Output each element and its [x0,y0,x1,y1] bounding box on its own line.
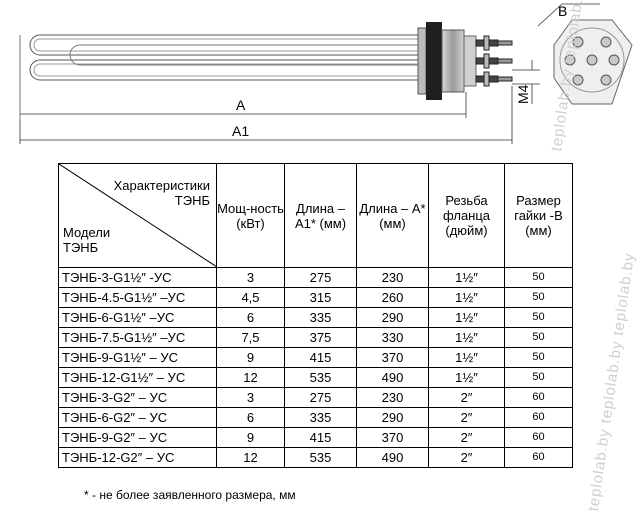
power-cell: 9 [216,427,285,448]
table-row: ТЭНБ-9-G2″ – УС 9 415 370 2″ 60 [58,427,573,448]
thread-cell: 1½″ [428,287,505,308]
a1-cell: 275 [284,267,357,288]
nut-cell: 50 [504,267,573,288]
header-length-a: Длина – А* (мм) [356,163,429,268]
corner-top-label: Характеристики ТЭНБ [113,178,210,208]
power-cell: 6 [216,307,285,328]
heating-tubes [29,34,430,81]
header-thread: Резьба фланца (дюйм) [428,163,505,268]
nut-cell: 50 [504,367,573,388]
power-cell: 9 [216,347,285,368]
model-cell: ТЭНБ-6-G1½″ –УС [58,307,217,328]
dim-a-label: A [236,97,246,113]
power-cell: 7,5 [216,327,285,348]
power-cell: 4,5 [216,287,285,308]
thread-cell: 1½″ [428,267,505,288]
a1-cell: 315 [284,287,357,308]
thread-cell: 2″ [428,427,505,448]
model-cell: ТЭНБ-7.5-G1½″ –УС [58,327,217,348]
a-cell: 490 [356,447,429,468]
thread-cell: 2″ [428,447,505,468]
model-cell: ТЭНБ-3-G1½″ -УС [58,267,217,288]
thread-cell: 1½″ [428,327,505,348]
nut-cell: 60 [504,447,573,468]
nut-cell: 60 [504,427,573,448]
header-nut: Размер гайки -В (мм) [504,163,573,268]
flange [417,22,477,100]
a-cell: 290 [356,307,429,328]
a1-cell: 275 [284,387,357,408]
dim-b-label: B [558,3,567,19]
table-row: ТЭНБ-3-G2″ – УС 3 275 230 2″ 60 [58,387,573,408]
corner-header: Характеристики ТЭНБ Модели ТЭНБ [58,163,217,268]
a1-cell: 535 [284,447,357,468]
table-row: ТЭНБ-12-G1½″ – УС 12 535 490 1½″ 50 [58,367,573,388]
table-row: ТЭНБ-6-G1½″ –УС 6 335 290 1½″ 50 [58,307,573,328]
dim-m4-label: M4 [515,84,531,104]
flange-end-view [553,19,633,105]
a1-cell: 375 [284,327,357,348]
a-cell: 490 [356,367,429,388]
power-cell: 3 [216,267,285,288]
footnote: * - не более заявленного размера, мм [84,488,296,502]
heater-drawing: M4 A A1 B [19,3,633,144]
a1-cell: 415 [284,427,357,448]
header-length-a1: Длина – А1* (мм) [284,163,357,268]
thread-cell: 2″ [428,387,505,408]
a1-cell: 335 [284,307,357,328]
table-row: ТЭНБ-12-G2″ – УС 12 535 490 2″ 60 [58,447,573,468]
a-cell: 370 [356,347,429,368]
nut-cell: 60 [504,407,573,428]
thread-cell: 1½″ [428,307,505,328]
power-cell: 12 [216,447,285,468]
nut-cell: 50 [504,327,573,348]
nut-cell: 50 [504,347,573,368]
model-cell: ТЭНБ-3-G2″ – УС [58,387,217,408]
header-row: Характеристики ТЭНБ Модели ТЭНБ Мощ-ност… [58,163,573,268]
model-cell: ТЭНБ-4.5-G1½″ –УС [58,287,217,308]
corner-bottom-label: Модели ТЭНБ [63,225,111,255]
a1-cell: 335 [284,407,357,428]
table-row: ТЭНБ-4.5-G1½″ –УС 4,5 315 260 1½″ 50 [58,287,573,308]
a-cell: 230 [356,387,429,408]
table-row: ТЭНБ-6-G2″ – УС 6 335 290 2″ 60 [58,407,573,428]
power-cell: 12 [216,367,285,388]
thread-cell: 2″ [428,407,505,428]
a1-cell: 535 [284,367,357,388]
model-cell: ТЭНБ-12-G2″ – УС [58,447,217,468]
header-power: Мощ-ность (кВт) [216,163,285,268]
model-cell: ТЭНБ-9-G2″ – УС [58,427,217,448]
power-cell: 6 [216,407,285,428]
a-cell: 290 [356,407,429,428]
nut-cell: 60 [504,387,573,408]
table-row: ТЭНБ-7.5-G1½″ –УС 7,5 375 330 1½″ 50 [58,327,573,348]
nut-cell: 50 [504,307,573,328]
table-row: ТЭНБ-9-G1½″ – УС 9 415 370 1½″ 50 [58,347,573,368]
model-cell: ТЭНБ-9-G1½″ – УС [58,347,217,368]
thread-cell: 1½″ [428,347,505,368]
nut-cell: 50 [504,287,573,308]
corner-diagonal [59,164,217,267]
table-row: ТЭНБ-3-G1½″ -УС 3 275 230 1½″ 50 [58,267,573,288]
a-cell: 260 [356,287,429,308]
model-cell: ТЭНБ-6-G2″ – УС [58,407,217,428]
dim-a1-label: A1 [232,123,249,139]
a-cell: 330 [356,327,429,348]
a-cell: 230 [356,267,429,288]
a-cell: 370 [356,427,429,448]
spec-table: Характеристики ТЭНБ Модели ТЭНБ Мощ-ност… [58,163,573,468]
thread-cell: 1½″ [428,367,505,388]
power-cell: 3 [216,387,285,408]
terminals [475,35,513,87]
a1-cell: 415 [284,347,357,368]
model-cell: ТЭНБ-12-G1½″ – УС [58,367,217,388]
